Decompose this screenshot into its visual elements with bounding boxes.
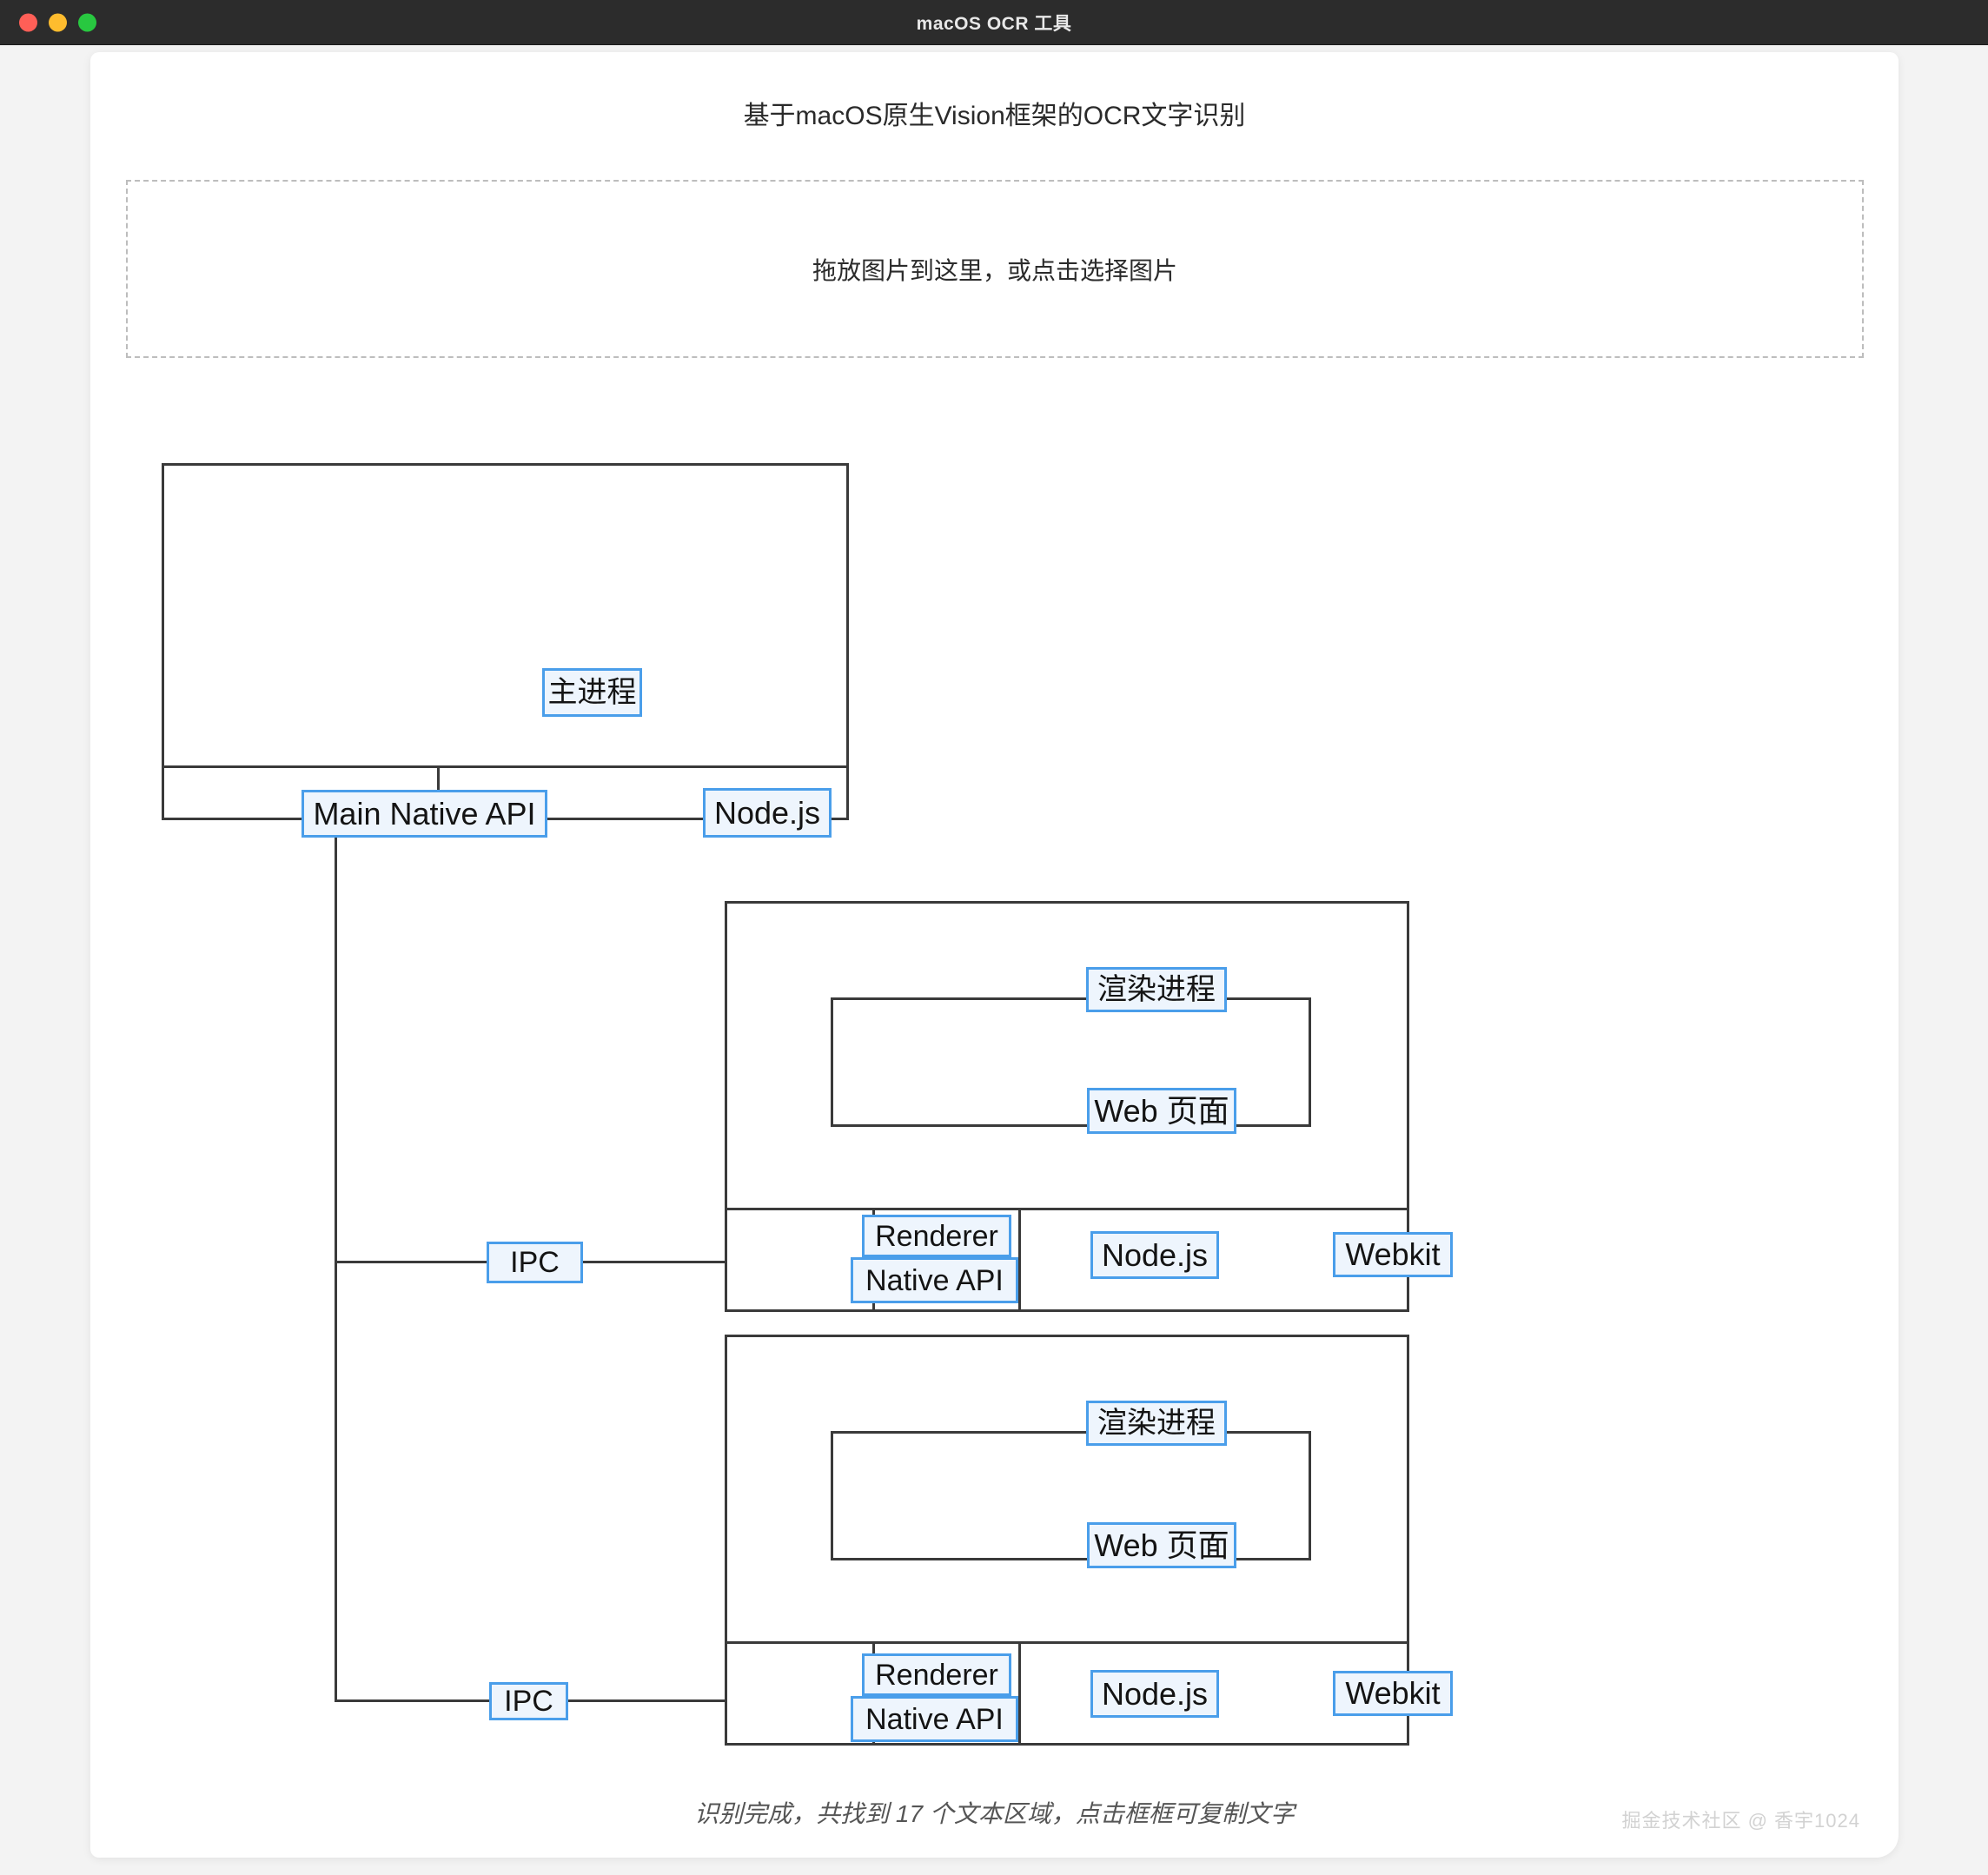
web-page-box-1	[831, 997, 1311, 1127]
close-button[interactable]	[19, 13, 37, 31]
ocr-region[interactable]: 主进程	[542, 668, 642, 717]
minimize-button[interactable]	[49, 13, 67, 31]
ocr-region[interactable]: IPC	[487, 1242, 583, 1283]
window-titlebar: macOS OCR 工具	[0, 0, 1988, 45]
main-process-divider	[162, 765, 849, 768]
renderer-1-divider	[725, 1208, 1409, 1210]
web-page-box-2	[831, 1431, 1311, 1560]
page-subtitle: 基于macOS原生Vision框架的OCR文字识别	[743, 102, 1246, 130]
ocr-region[interactable]: IPC	[489, 1682, 568, 1720]
status-text: 识别完成，共找到 17 个文本区域，点击框框可复制文字	[694, 1800, 1295, 1827]
renderer-1-split-b	[1018, 1208, 1021, 1312]
renderer-2-split-b	[1018, 1641, 1021, 1746]
ipc-trunk-line	[335, 820, 337, 1699]
main-process-box	[162, 463, 849, 820]
ocr-region[interactable]: Native API	[851, 1696, 1018, 1742]
ocr-region[interactable]: Node.js	[703, 788, 832, 838]
zoom-button[interactable]	[78, 13, 96, 31]
image-dropzone[interactable]: 拖放图片到这里，或点击选择图片	[126, 180, 1864, 358]
ocr-region[interactable]: 渲染进程	[1086, 1401, 1227, 1446]
ocr-region[interactable]: Web 页面	[1087, 1522, 1236, 1568]
ocr-region[interactable]: Node.js	[1090, 1670, 1219, 1718]
ocr-region[interactable]: Web 页面	[1087, 1088, 1236, 1134]
ocr-region[interactable]: Renderer	[862, 1653, 1011, 1696]
ocr-region[interactable]: Renderer	[862, 1215, 1011, 1257]
watermark-text: 掘金技术社区 @ 香宇1024	[1621, 1810, 1860, 1832]
renderer-2-divider	[725, 1641, 1409, 1644]
ocr-region[interactable]: Native API	[851, 1257, 1018, 1303]
ocr-region[interactable]: Webkit	[1333, 1671, 1453, 1716]
traffic-lights	[19, 13, 96, 31]
content-card: 基于macOS原生Vision框架的OCR文字识别 拖放图片到这里，或点击选择图…	[90, 52, 1899, 1858]
window-title: macOS OCR 工具	[916, 13, 1072, 34]
ocr-region[interactable]: Node.js	[1090, 1231, 1219, 1279]
ocr-region[interactable]: Webkit	[1333, 1232, 1453, 1277]
ocr-region[interactable]: 渲染进程	[1086, 967, 1227, 1012]
ocr-region[interactable]: Main Native API	[302, 790, 547, 838]
dropzone-label: 拖放图片到这里，或点击选择图片	[812, 256, 1177, 284]
